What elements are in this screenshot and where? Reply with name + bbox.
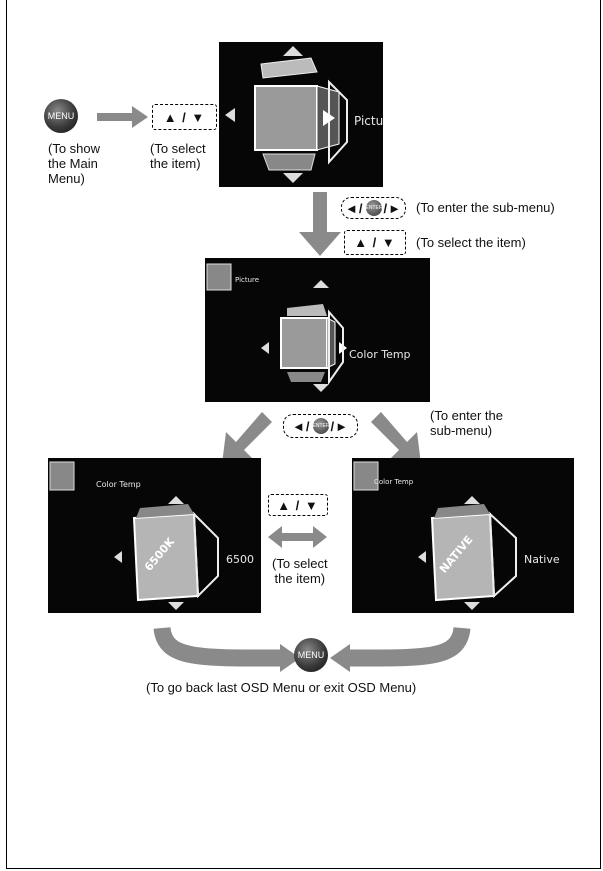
- screen-picture: Picture: [219, 42, 383, 187]
- page-frame: [6, 0, 601, 869]
- screen-color-temp-label: Color Temp: [349, 348, 411, 361]
- native-cube-graphic: [353, 461, 517, 610]
- right-key: ►: [335, 418, 349, 434]
- caption-select-item-2: (To select the item): [416, 235, 526, 250]
- up-down-keys-1: ▲ / ▼: [152, 104, 217, 130]
- screen-color-temp-header: Picture: [235, 276, 260, 284]
- caption-enter-submenu-1: (To enter the sub-menu): [416, 200, 555, 215]
- caption-show-main-menu: (To show the Main Menu): [48, 141, 101, 186]
- left-key: ◄: [345, 200, 359, 216]
- up-down-keys-3: ▲ / ▼: [268, 494, 328, 516]
- screen-6500-header: Color Temp: [96, 480, 141, 489]
- enter-button[interactable]: ENTER: [365, 200, 382, 216]
- screen-native-label: Native: [524, 553, 560, 566]
- menu-button-bottom[interactable]: MENU: [294, 638, 328, 672]
- caption-select-item-3: (To select the item): [272, 556, 328, 586]
- caption-enter-submenu-2: (To enter the sub-menu): [430, 408, 503, 438]
- right-key: ►: [388, 200, 402, 216]
- k6500-cube-graphic: [49, 461, 219, 610]
- left-key: ◄: [292, 418, 306, 434]
- menu-button-top[interactable]: MENU: [44, 99, 78, 133]
- screen-native: Color Temp NATIVE Native: [352, 458, 574, 613]
- color-temp-cube-graphic: [206, 263, 347, 392]
- screen-native-header: Color Temp: [374, 478, 414, 486]
- caption-select-item-1: (To select the item): [150, 141, 206, 171]
- screen-6500: Color Temp 6500K 6500: [48, 458, 261, 613]
- left-enter-right-keys-2: ◄/ENTER/►: [283, 414, 358, 438]
- screen-6500-label: 6500: [226, 553, 254, 566]
- caption-go-back: (To go back last OSD Menu or exit OSD Me…: [146, 680, 417, 695]
- picture-cube-graphic: [225, 46, 348, 183]
- screen-picture-label: Picture: [354, 114, 383, 128]
- enter-button[interactable]: ENTER: [312, 418, 329, 434]
- up-down-keys-2: ▲ / ▼: [344, 230, 406, 255]
- screen-color-temp: Picture Color Temp: [205, 258, 430, 402]
- left-enter-right-keys-1: ◄/ENTER/►: [341, 197, 406, 219]
